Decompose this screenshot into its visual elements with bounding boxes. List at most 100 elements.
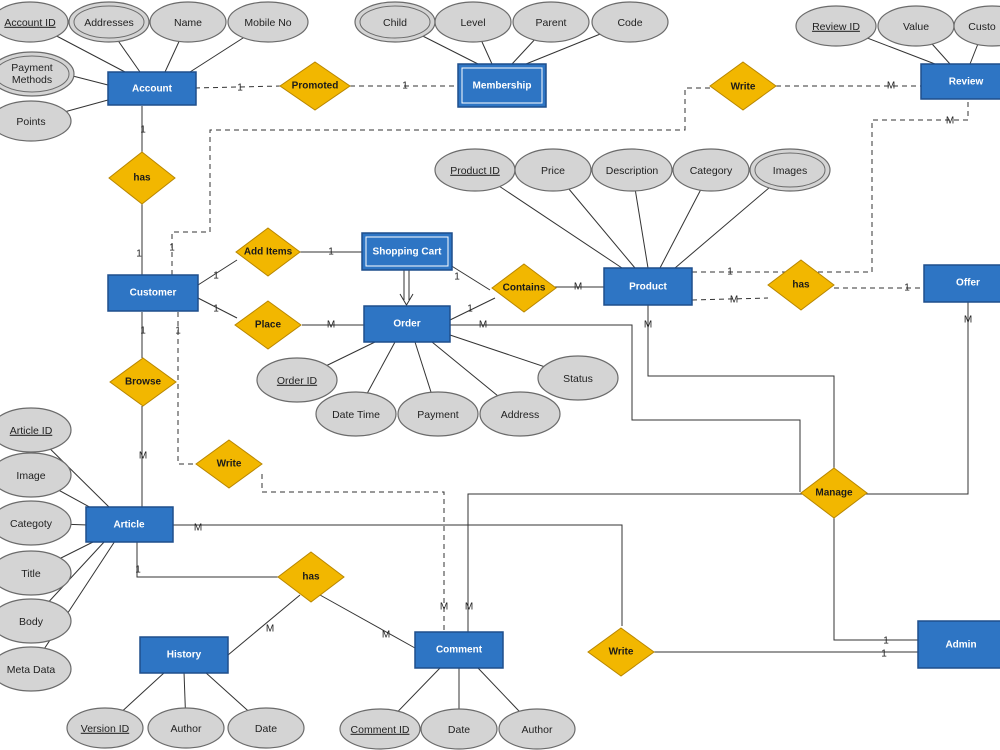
card-additems-cart: 1 (328, 247, 334, 258)
attr-review-id: Review ID (795, 5, 877, 47)
attr-images: Images (749, 148, 831, 192)
svg-text:Write: Write (217, 459, 242, 470)
entity-order: Order (363, 305, 451, 343)
svg-text:Comment: Comment (436, 645, 483, 656)
svg-text:Review: Review (949, 77, 984, 88)
svg-text:Description: Description (606, 165, 659, 177)
rel-has-history: has (277, 551, 345, 603)
rel-write-article: Write (587, 627, 655, 677)
rel-contains: Contains (491, 263, 557, 313)
card-has-history: M (266, 624, 274, 635)
svg-text:Customer: Customer (130, 288, 177, 299)
card-place-order: M (327, 320, 335, 331)
svg-text:Level: Level (460, 17, 485, 29)
svg-text:Write: Write (731, 82, 756, 93)
svg-text:Addresses: Addresses (84, 17, 134, 29)
svg-text:Image: Image (16, 470, 45, 482)
svg-text:Membership: Membership (473, 81, 532, 92)
svg-text:Order ID: Order ID (277, 375, 318, 387)
svg-text:has: has (133, 173, 151, 184)
attr-status: Status (537, 355, 619, 401)
card-order-contains: 1 (467, 304, 473, 315)
attr-title: Title (0, 550, 72, 596)
svg-text:Product: Product (629, 282, 667, 293)
entity-review: Review (920, 63, 1000, 100)
rel-write-comment: Write (195, 439, 263, 489)
entity-article: Article (85, 506, 174, 543)
entity-offer: Offer (923, 264, 1000, 303)
card-manage-comment: M (465, 602, 473, 613)
card-article-write: M (194, 523, 202, 534)
attr-child: Child (354, 1, 436, 43)
svg-text:Add Items: Add Items (244, 247, 293, 258)
rel-write-review: Write (709, 61, 777, 111)
svg-text:Price: Price (541, 165, 565, 177)
card-offer-manage: M (964, 315, 972, 326)
connectors (29, 21, 986, 731)
card-order-manage: M (479, 320, 487, 331)
svg-text:Version ID: Version ID (81, 723, 130, 735)
svg-text:Comment ID: Comment ID (351, 724, 410, 736)
svg-text:Address: Address (501, 409, 540, 421)
svg-text:Account ID: Account ID (4, 17, 56, 29)
card-write-comment: M (440, 602, 448, 613)
card-write-review: M (887, 81, 895, 92)
svg-text:Category: Category (690, 165, 733, 177)
attr-comment-id: Comment ID (339, 708, 421, 750)
card-review-offer: M (946, 116, 954, 127)
entity-product: Product (603, 267, 693, 306)
svg-text:Parent: Parent (536, 17, 567, 29)
card-has-comment: M (382, 630, 390, 641)
svg-text:Write: Write (609, 647, 634, 658)
rel-manage: Manage (800, 467, 868, 519)
card-customer-additems: 1 (213, 271, 219, 282)
attr-points: Points (0, 100, 72, 142)
card-product-offer-top: 1 (727, 267, 733, 278)
svg-text:History: History (167, 650, 202, 661)
svg-text:Author: Author (171, 723, 202, 735)
attr-addresses: Addresses (68, 1, 150, 43)
card-write-admin: 1 (881, 649, 887, 660)
card-customer-write-review: 1 (169, 243, 175, 254)
svg-text:Name: Name (174, 17, 202, 29)
svg-text:Admin: Admin (945, 640, 976, 651)
entities: Account Membership Review Customer Shopp… (85, 63, 1000, 674)
svg-text:has: has (302, 572, 320, 583)
svg-text:Body: Body (19, 616, 44, 628)
card-customer-browse: 1 (140, 326, 146, 337)
card-cart-contains: 1 (454, 272, 460, 283)
svg-text:Place: Place (255, 320, 282, 331)
entity-shopping-cart: Shopping Cart (361, 232, 453, 271)
card-has-offer: 1 (904, 283, 910, 294)
attr-address: Address (479, 391, 561, 437)
attr-meta-data: Meta Data (0, 646, 72, 692)
svg-text:Categoty: Categoty (10, 518, 53, 530)
relationships: Promoted Write has Add Items Contains Pl… (108, 61, 868, 677)
card-product-manage: M (644, 320, 652, 331)
entity-account: Account (107, 71, 197, 106)
attr-product-id: Product ID (434, 148, 516, 192)
card-account-promoted: 1 (237, 83, 243, 94)
entity-customer: Customer (107, 274, 199, 312)
svg-text:Code: Code (617, 17, 642, 29)
rel-place: Place (234, 300, 302, 350)
attr-body: Body (0, 598, 72, 644)
svg-text:Browse: Browse (125, 377, 162, 388)
attr-category: Category (672, 148, 750, 192)
attr-price: Price (514, 148, 592, 192)
rel-has-account: has (108, 151, 176, 205)
attr-account-id: Account ID (0, 1, 69, 43)
attr-comment-date: Date (420, 708, 498, 750)
svg-text:has: has (792, 280, 810, 291)
attr-code: Code (591, 1, 669, 43)
svg-text:Offer: Offer (956, 278, 980, 289)
attr-payment-methods: Payment Methods (0, 51, 75, 97)
svg-text:Payment: Payment (11, 62, 53, 74)
card-product-offer-bottom: M (730, 295, 738, 306)
svg-text:Custo: Custo (968, 21, 996, 33)
svg-text:Order: Order (393, 319, 420, 330)
rel-add-items: Add Items (235, 227, 301, 277)
card-has-customer: 1 (136, 249, 142, 260)
